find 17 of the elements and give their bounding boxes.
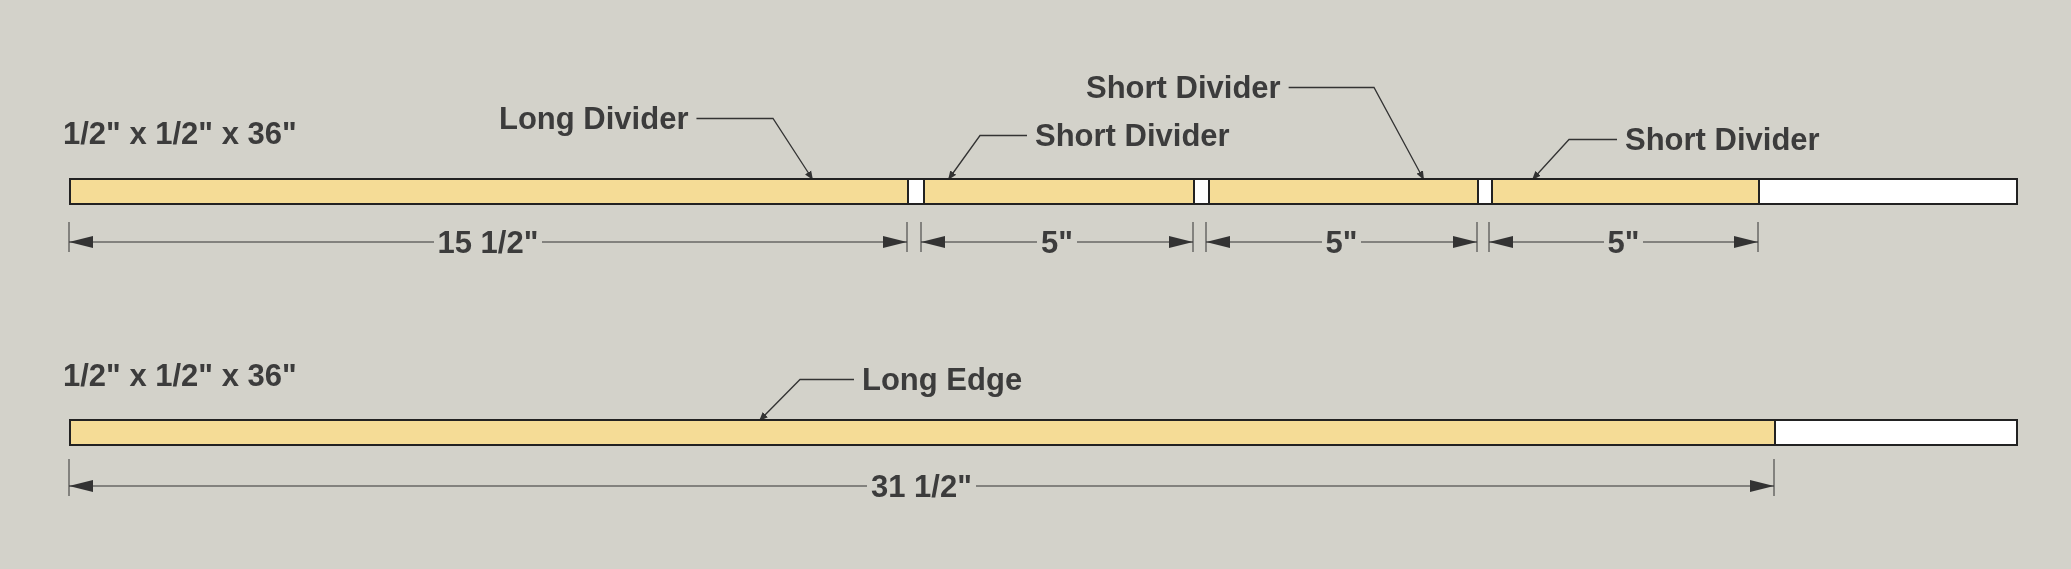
cut-piece <box>923 180 1195 203</box>
part-name: Short Divider <box>1625 124 1820 155</box>
stock-size-label: 1/2" x 1/2" x 36" <box>63 360 297 391</box>
stock-size-label: 1/2" x 1/2" x 36" <box>63 118 297 149</box>
part-name: Short Divider <box>1035 120 1230 151</box>
cut-piece <box>71 421 1776 444</box>
cut-piece <box>1208 180 1479 203</box>
leader-line <box>1531 138 1618 181</box>
leader-line <box>1288 86 1425 181</box>
leader-line <box>695 117 814 181</box>
leader-line <box>947 134 1028 181</box>
part-name: Long Divider <box>499 103 689 134</box>
cut-piece <box>1491 180 1760 203</box>
part-name: Short Divider <box>1086 72 1281 103</box>
cut-piece <box>71 180 909 203</box>
leader-line <box>758 378 855 422</box>
part-name: Long Edge <box>862 364 1023 395</box>
